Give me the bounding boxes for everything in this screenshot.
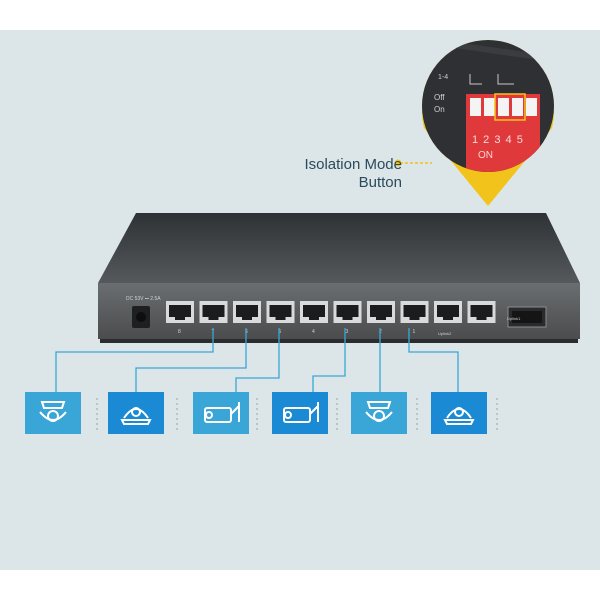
port-number-label: 2 [379,329,382,335]
port-number-label: 6 [245,329,248,335]
poe-port [266,301,295,323]
uplink2-label: Uplink2 [438,331,452,336]
dip-on-label: On [434,105,445,114]
power-label: DC 53V ⎓ 2.5A [126,296,161,302]
dome-camera-icon [108,392,164,434]
poe-port [333,301,362,323]
port-number-label: 5 [278,329,282,335]
bullet-camera-icon [272,392,328,434]
camera-4 [272,392,328,434]
port-number-label: 1 [412,329,416,335]
poe-port [233,301,261,323]
dip-off-label: Off [434,93,445,102]
network-switch [98,213,580,343]
camera-1 [25,392,81,434]
uplink-port [434,301,462,323]
dip-numbers: 1 2 3 4 5 [472,134,524,146]
dome-camera-icon [351,392,407,434]
uplink-port [467,301,496,323]
camera-2 [108,392,164,434]
dome-camera-icon [25,392,81,434]
dip-on-text: ON [478,150,493,161]
port-number-label: 8 [178,329,181,335]
port-number-label: 4 [312,329,315,335]
callout-line-1: Isolation Mode [304,156,402,173]
bullet-camera-icon [193,392,249,434]
dip-group-label: 1-4 [438,74,449,81]
port-number-label: 3 [345,329,349,335]
camera-6 [431,392,487,434]
camera-5 [351,392,407,434]
camera-3 [193,392,249,434]
isolation-mode-label: Isolation Mode Button [262,156,402,192]
uplink1-label: Uplink1 [507,316,521,321]
port-number-label: 7 [211,329,215,335]
poe-port [199,301,228,323]
poe-port [300,301,328,323]
poe-port [400,301,429,323]
poe-port [367,301,395,323]
callout-line-2: Button [358,174,402,191]
poe-port [166,301,194,323]
dome-camera-icon [431,392,487,434]
